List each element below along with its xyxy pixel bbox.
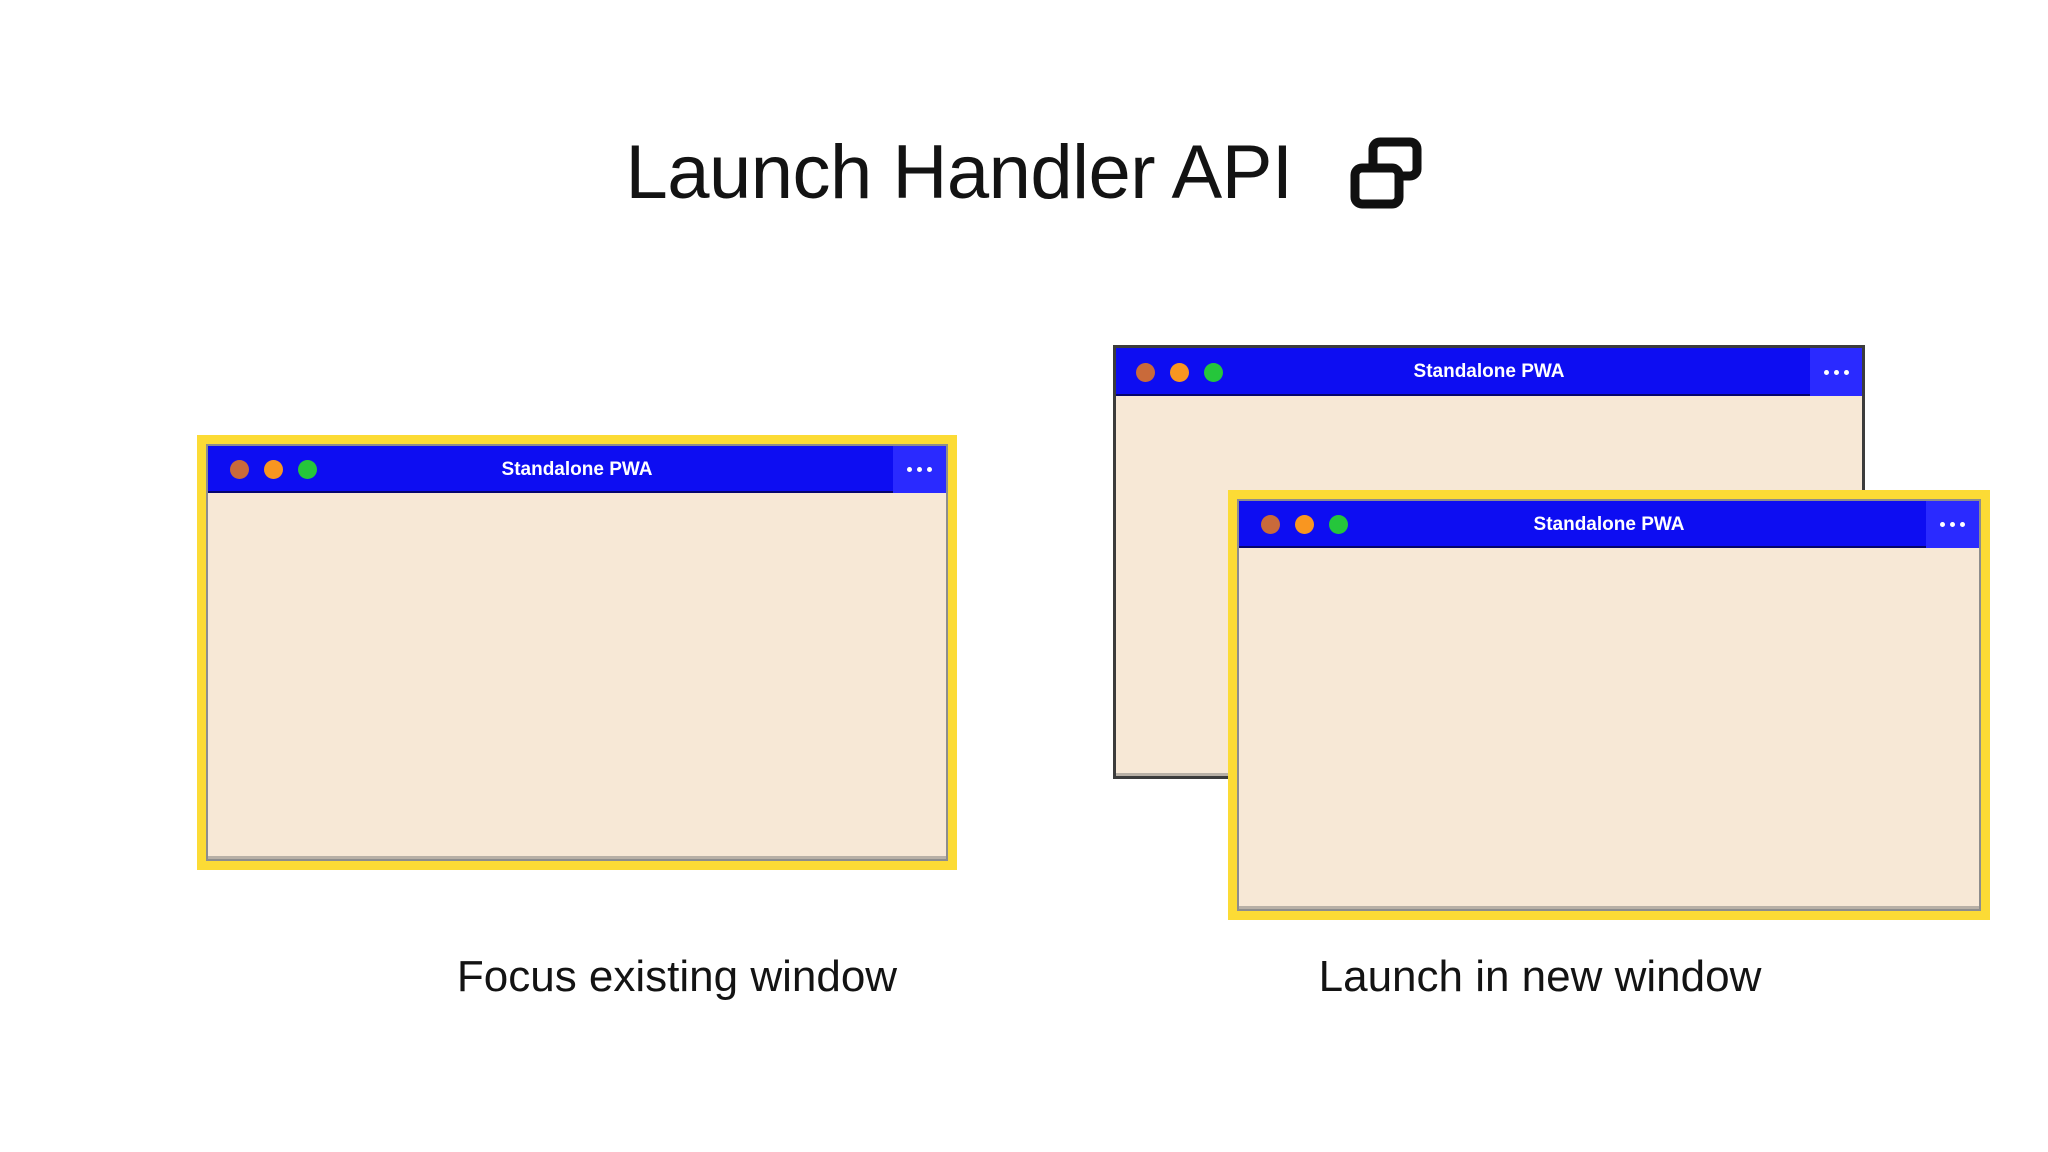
window-titlebar[interactable]: Standalone PWA xyxy=(1116,348,1862,396)
menu-dot xyxy=(1823,369,1829,375)
window-inner: Standalone PWA xyxy=(1237,499,1981,911)
menu-dot xyxy=(917,467,922,472)
minimize-icon[interactable] xyxy=(1295,515,1314,534)
window-titlebar[interactable]: Standalone PWA xyxy=(1239,501,1979,548)
menu-dot xyxy=(1940,522,1945,527)
menu-dot xyxy=(1833,369,1839,375)
caption-launch-new: Launch in new window xyxy=(1318,952,1762,1001)
window-focus-existing[interactable]: Standalone PWA xyxy=(197,435,957,870)
window-title: Standalone PWA xyxy=(1533,513,1685,535)
page-title: Launch Handler API xyxy=(625,130,1293,215)
traffic-lights xyxy=(230,460,317,479)
window-new-foreground[interactable]: Standalone PWA xyxy=(1228,490,1990,920)
window-title: Standalone PWA xyxy=(501,458,653,480)
window-title: Standalone PWA xyxy=(1413,361,1565,382)
maximize-icon[interactable] xyxy=(1329,515,1348,534)
caption-focus-existing: Focus existing window xyxy=(456,952,898,1001)
menu-dot xyxy=(1960,522,1965,527)
overflow-menu-icon[interactable] xyxy=(893,446,946,493)
overflow-menu-icon[interactable] xyxy=(1926,501,1979,548)
close-icon[interactable] xyxy=(1261,515,1280,534)
close-icon[interactable] xyxy=(230,460,249,479)
minimize-icon[interactable] xyxy=(264,460,283,479)
menu-dot xyxy=(927,467,932,472)
menu-dot xyxy=(1843,369,1849,375)
overflow-menu-icon[interactable] xyxy=(1810,348,1862,396)
window-content-area xyxy=(208,493,946,859)
window-content-area xyxy=(1239,548,1979,909)
traffic-lights xyxy=(1261,515,1348,534)
menu-dot xyxy=(1950,522,1955,527)
window-titlebar[interactable]: Standalone PWA xyxy=(208,446,946,493)
two-overlapping-windows-icon xyxy=(1349,136,1423,210)
minimize-icon[interactable] xyxy=(1170,362,1189,382)
maximize-icon[interactable] xyxy=(1204,362,1223,382)
page-header: Launch Handler API xyxy=(0,118,2048,228)
close-icon[interactable] xyxy=(1136,362,1155,382)
menu-dot xyxy=(907,467,912,472)
maximize-icon[interactable] xyxy=(298,460,317,479)
traffic-lights xyxy=(1136,362,1223,382)
window-inner: Standalone PWA xyxy=(206,444,948,861)
